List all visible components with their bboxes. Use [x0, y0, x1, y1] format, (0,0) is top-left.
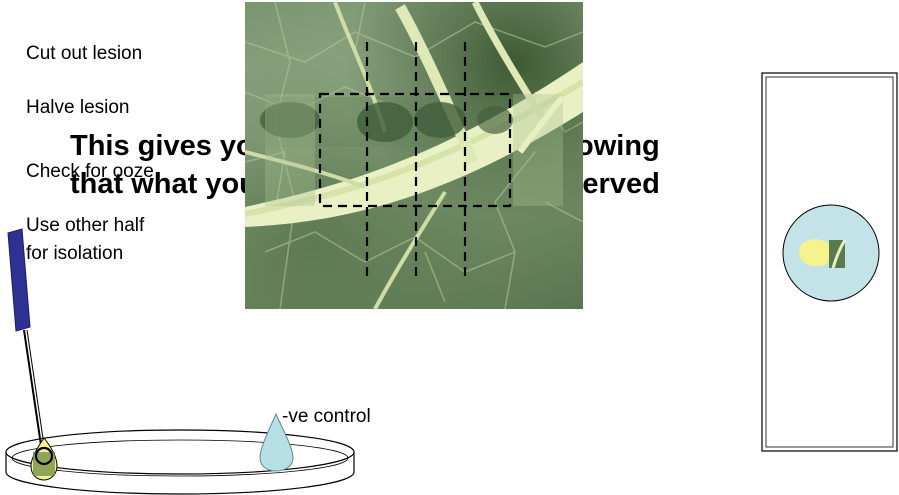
- microscope-slide: [762, 73, 897, 451]
- petri-dish: [6, 430, 354, 494]
- control-label: -ve control: [282, 405, 371, 429]
- inoculation-loop: [8, 229, 45, 452]
